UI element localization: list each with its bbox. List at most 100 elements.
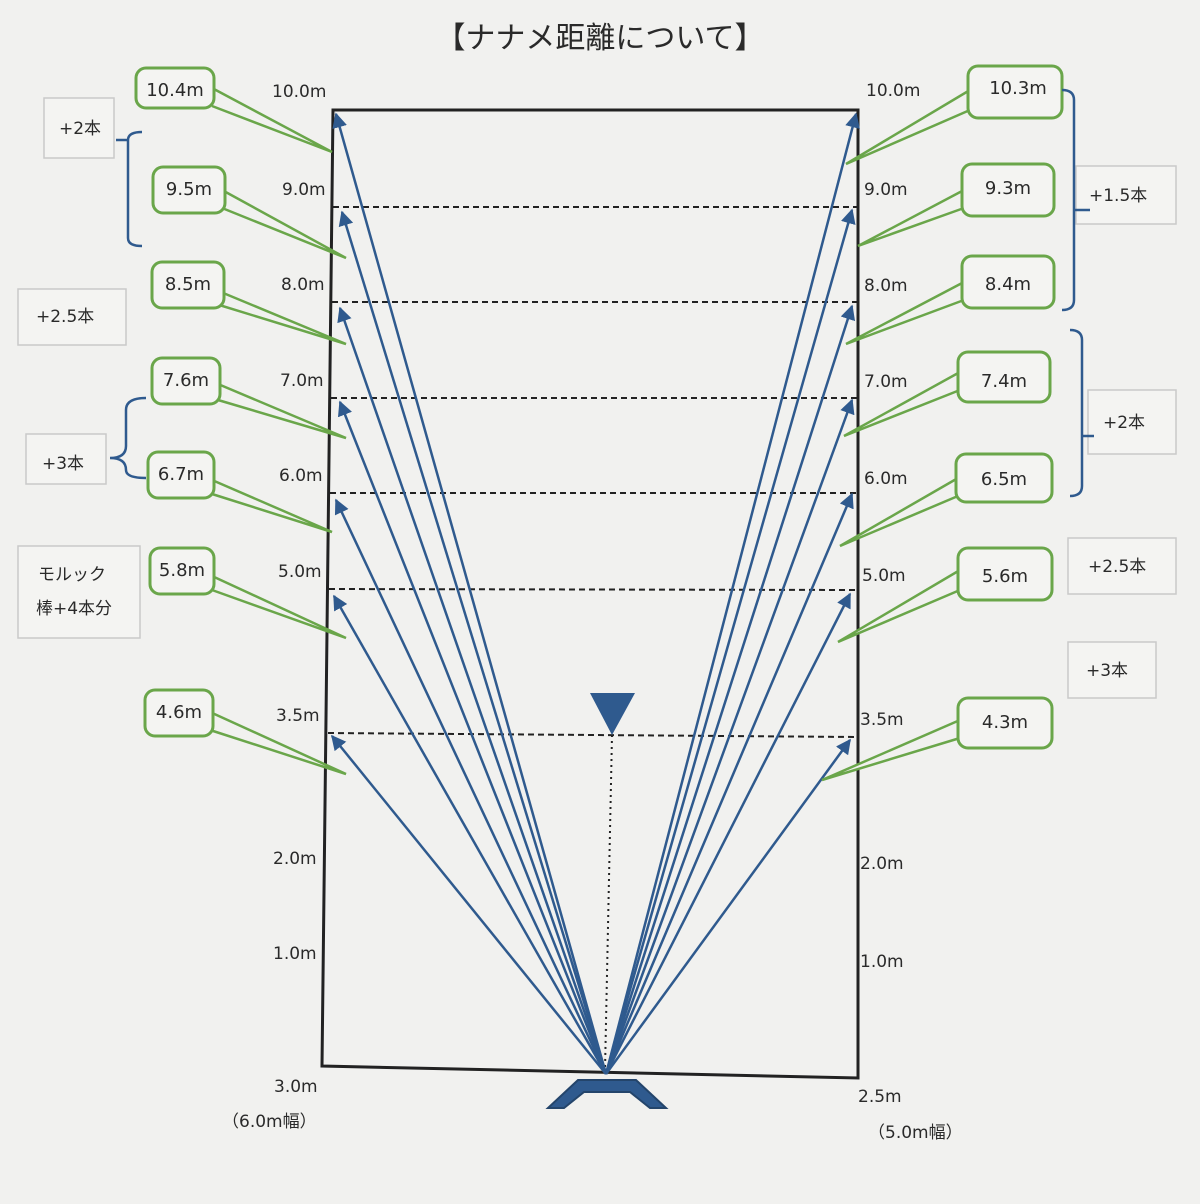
callout-left-5-8m-label: 5.8m <box>159 560 205 581</box>
arrow-right-4 <box>604 492 854 1075</box>
arrow-left-2 <box>337 306 608 1075</box>
callout-right-9-3m-label: 9.3m <box>985 178 1031 199</box>
arrow-right-0 <box>604 112 860 1075</box>
connector-left-1 <box>221 188 347 260</box>
note-left-molkky-line2: 棒+4本分 <box>36 599 112 619</box>
right-axis-8m: 8.0m <box>864 276 908 296</box>
notes-right: +1.5本 +2本 +2.5本 +3本 <box>1067 165 1177 699</box>
callout-right-9-3m: 9.3m <box>960 162 1056 218</box>
left-width-label: （6.0m幅） <box>222 1112 317 1132</box>
right-axis-9m: 9.0m <box>864 180 908 200</box>
callout-left-9-5m: 9.5m <box>151 165 227 215</box>
connector-left-6 <box>209 710 347 776</box>
right-axis-5m: 5.0m <box>862 566 906 586</box>
connector-right-0 <box>845 88 971 166</box>
callout-right-8-4m: 8.4m <box>960 254 1056 310</box>
right-width-label: （5.0m幅） <box>868 1123 963 1143</box>
distance-lines <box>327 206 859 738</box>
callout-left-6-7m-label: 6.7m <box>158 464 204 485</box>
callout-right-4-3m: 4.3m <box>956 696 1054 750</box>
callout-right-7-4m-label: 7.4m <box>981 371 1027 392</box>
bracket-left-plus2 <box>116 130 143 248</box>
callout-group: 10.4m 9.5m 8.5m 7.6m 6.7m 5.8m 4.6m <box>134 64 1064 750</box>
arrow-left-3 <box>337 400 608 1075</box>
connector-right-5 <box>837 568 961 644</box>
line-5m <box>328 588 859 591</box>
note-left-plus3: +3本 <box>42 454 84 474</box>
right-axis-7m: 7.0m <box>864 372 908 392</box>
note-right-plus1-5: +1.5本 <box>1089 186 1147 206</box>
connector-right-2 <box>845 280 965 346</box>
arrow-left-0 <box>332 112 608 1075</box>
right-axis-1m: 1.0m <box>860 952 904 972</box>
callout-right-6-5m: 6.5m <box>954 452 1054 504</box>
connector-right-6 <box>821 718 961 782</box>
arrow-right-3 <box>604 398 855 1075</box>
right-axis-labels: 10.0m 9.0m 8.0m 7.0m 6.0m 5.0m 3.5m 2.0m… <box>858 81 963 1143</box>
callout-right-4-3m-label: 4.3m <box>982 712 1028 733</box>
right-axis-6m: 6.0m <box>864 469 908 489</box>
arrow-right-5 <box>604 592 852 1075</box>
left-axis-labels: 10.0m 9.0m 8.0m 7.0m 6.0m 5.0m 3.5m 2.0m… <box>222 82 326 1132</box>
note-right-plus2-5: +2.5本 <box>1088 557 1146 577</box>
arrow-left-4 <box>334 498 608 1075</box>
left-axis-10m: 10.0m <box>272 82 326 102</box>
callout-right-7-4m: 7.4m <box>956 350 1052 404</box>
center-dotted-line <box>604 734 613 1071</box>
callout-left-8-5m-label: 8.5m <box>165 274 211 295</box>
court-outline <box>320 108 860 1080</box>
callout-right-6-5m-label: 6.5m <box>981 469 1027 490</box>
callout-left-7-6m: 7.6m <box>150 356 222 406</box>
left-axis-5m: 5.0m <box>278 562 322 582</box>
throw-base-icon <box>545 1079 669 1109</box>
callout-right-5-6m-label: 5.6m <box>982 566 1028 587</box>
callout-left-10-4m-label: 10.4m <box>146 80 204 101</box>
left-axis-8m: 8.0m <box>281 275 325 295</box>
callout-left-5-8m: 5.8m <box>148 546 216 596</box>
left-axis-3-5m: 3.5m <box>276 706 320 726</box>
connector-left-4 <box>211 478 333 534</box>
callout-left-10-4m: 10.4m <box>134 66 216 110</box>
left-axis-3m: 3.0m <box>274 1077 318 1097</box>
callout-right-8-4m-label: 8.4m <box>985 274 1031 295</box>
notes-left: +2本 +2.5本 +3本 モルック 棒+4本分 <box>17 97 141 639</box>
page-title: 【ナナメ距離について】 <box>435 21 764 56</box>
connector-left-0 <box>211 86 333 154</box>
bracket-right-plus2 <box>1069 328 1094 498</box>
arrow-right-6 <box>604 738 852 1075</box>
connector-right-4 <box>839 476 959 548</box>
left-axis-9m: 9.0m <box>282 180 326 200</box>
arrow-left-6 <box>331 734 607 1075</box>
note-right-plus3: +3本 <box>1086 661 1128 681</box>
note-left-molkky-line1: モルック <box>38 565 106 585</box>
left-axis-2m: 2.0m <box>273 849 317 869</box>
arrow-right-1 <box>604 208 856 1075</box>
callout-right-5-6m: 5.6m <box>956 546 1054 602</box>
callout-left-7-6m-label: 7.6m <box>163 370 209 391</box>
callout-right-10-3m: 10.3m <box>966 64 1064 120</box>
brackets <box>109 88 1094 498</box>
right-axis-10m: 10.0m <box>866 81 920 101</box>
connector-left-5 <box>211 574 347 640</box>
connector-group <box>209 86 971 782</box>
right-axis-2-5m: 2.5m <box>858 1087 902 1107</box>
connector-right-3 <box>843 370 961 438</box>
callout-right-10-3m-label: 10.3m <box>989 78 1047 99</box>
bracket-right-plus1-5 <box>1061 88 1090 312</box>
callout-left-8-5m: 8.5m <box>150 260 226 310</box>
callout-left-6-7m: 6.7m <box>146 450 216 500</box>
arrow-right-2 <box>604 304 856 1075</box>
arrow-left-5 <box>332 594 608 1075</box>
target-triangle-icon <box>590 693 635 735</box>
note-right-plus2: +2本 <box>1103 413 1145 433</box>
right-axis-3-5m: 3.5m <box>860 710 904 730</box>
bracket-left-plus3 <box>109 396 147 480</box>
callout-left-4-6m-label: 4.6m <box>156 702 202 723</box>
note-left-plus2-5: +2.5本 <box>36 307 94 327</box>
arrow-group <box>331 112 860 1075</box>
right-axis-2m: 2.0m <box>860 854 904 874</box>
left-axis-1m: 1.0m <box>273 944 317 964</box>
left-axis-6m: 6.0m <box>279 466 323 486</box>
left-axis-7m: 7.0m <box>280 371 324 391</box>
connector-left-3 <box>217 382 347 440</box>
